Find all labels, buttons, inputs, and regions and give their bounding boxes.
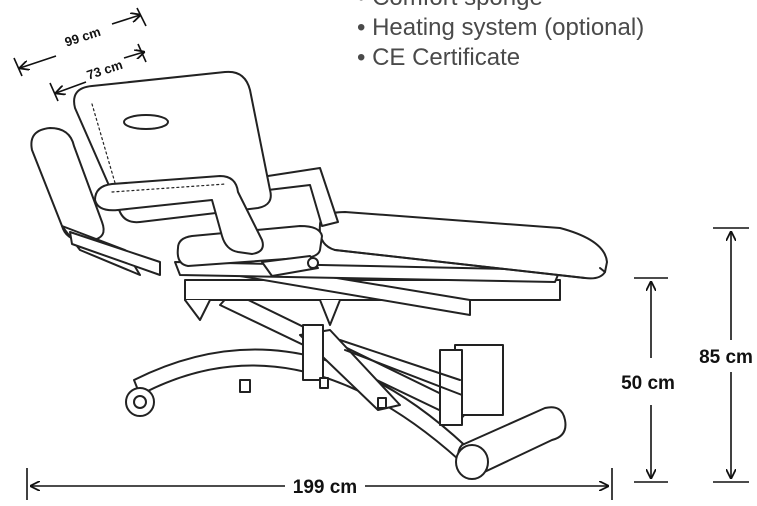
dim-label-99cm: 99 cm	[63, 24, 103, 50]
dim-label-199cm: 199 cm	[293, 477, 357, 498]
feature-heating-system: • Heating system (optional)	[357, 14, 645, 41]
face-hole	[123, 114, 169, 130]
dim-50cm	[634, 277, 668, 483]
feature-ce-certificate: • CE Certificate	[357, 44, 521, 71]
table-illustration	[30, 70, 608, 480]
dim-label-85cm: 85 cm	[699, 347, 753, 368]
dim-199cm	[26, 468, 613, 500]
dim-label-73cm: 73 cm	[85, 57, 125, 83]
dim-99cm	[13, 7, 147, 77]
feature-comfort-sponge: • Comfort sponge	[357, 0, 543, 12]
dim-73cm	[49, 43, 147, 102]
dim-85cm	[713, 227, 749, 483]
dim-label-50cm: 50 cm	[621, 373, 675, 394]
armrest	[94, 175, 264, 255]
